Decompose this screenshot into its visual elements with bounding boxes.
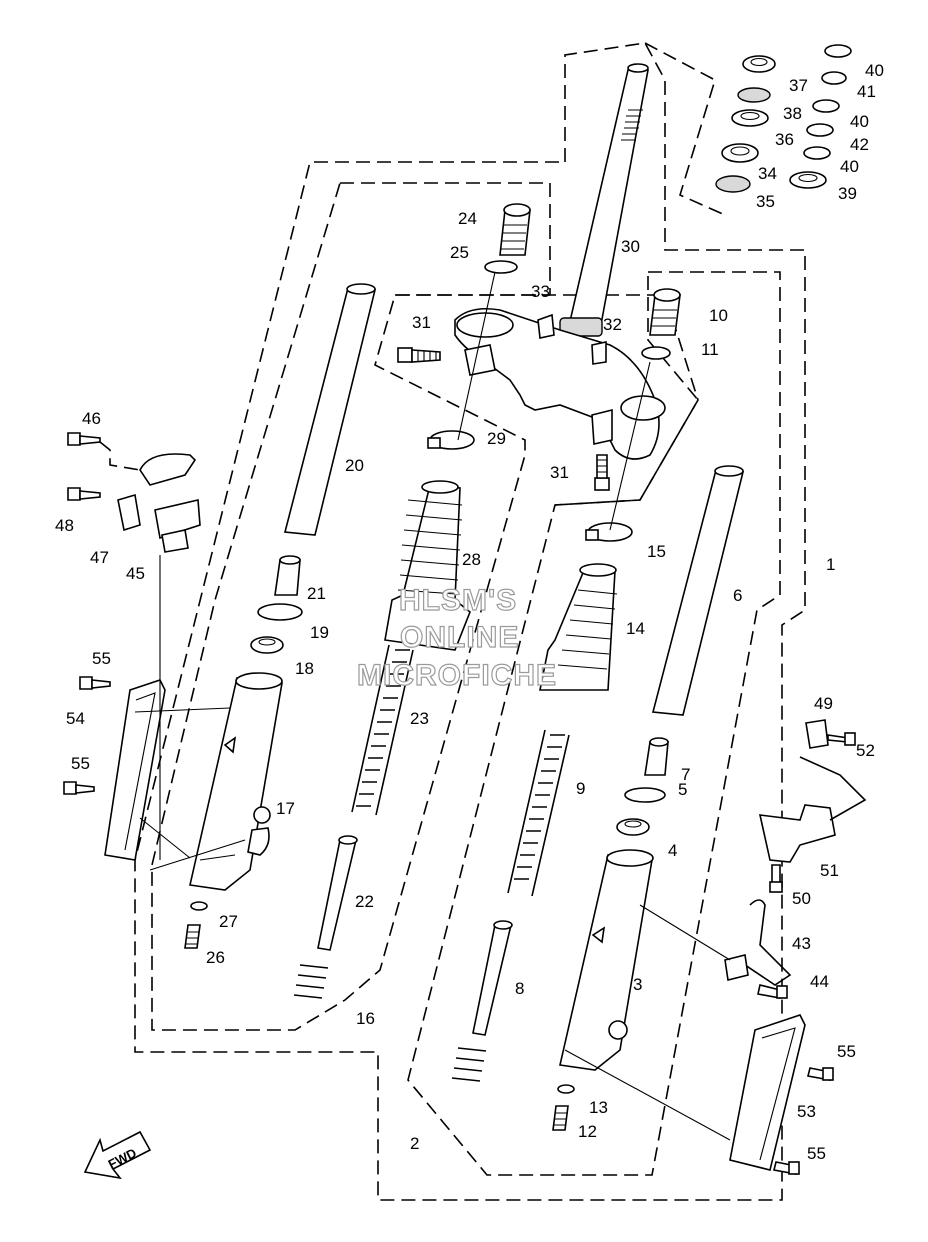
callout-19: 19	[310, 623, 329, 642]
callout-33: 33	[531, 282, 550, 301]
callout-21: 21	[307, 584, 326, 603]
callout-24: 24	[458, 209, 477, 228]
spring-part-9	[507, 729, 570, 897]
callout-20: 20	[345, 456, 364, 475]
callout-16: 16	[356, 1009, 375, 1028]
callout-50: 50	[792, 889, 811, 908]
callout-17: 17	[276, 799, 295, 818]
damper-rod-part-8	[451, 920, 513, 1082]
callout-29: 29	[487, 429, 506, 448]
callout-35: 35	[756, 192, 775, 211]
callout-45: 45	[126, 564, 145, 583]
watermark-line-1: HLSM'S	[399, 584, 517, 617]
callout-53: 53	[797, 1102, 816, 1121]
callout-13: 13	[589, 1098, 608, 1117]
fork-caps	[484, 203, 681, 360]
callout-8: 8	[515, 979, 524, 998]
callout-51: 51	[820, 861, 839, 880]
inner-tube-part-20	[283, 283, 377, 536]
steering-bearing-parts	[644, 42, 852, 216]
callout-31a: 31	[412, 313, 431, 332]
callout-26: 26	[206, 948, 225, 967]
callout-25: 25	[450, 243, 469, 262]
callout-31b: 31	[550, 463, 569, 482]
callout-labels: 1 2 3 4 5 6 7 8 9 10 11 12 13 14 15 16 1…	[55, 61, 884, 1163]
dust-boot-part-14	[539, 563, 618, 691]
bolt-part-31	[397, 347, 610, 491]
guard-bolts	[63, 676, 834, 1175]
callout-52: 52	[856, 741, 875, 760]
callout-49: 49	[814, 694, 833, 713]
callout-40a: 40	[865, 61, 884, 80]
dust-boot-part-28	[384, 480, 471, 651]
left-small-parts	[250, 555, 303, 654]
damper-rod-part-22	[293, 835, 358, 999]
callout-5: 5	[678, 780, 687, 799]
callout-44: 44	[810, 972, 829, 991]
bottom-bolts-right	[552, 1084, 575, 1131]
callout-6: 6	[733, 586, 742, 605]
callout-9: 9	[576, 779, 585, 798]
callout-10: 10	[709, 306, 728, 325]
callout-40c: 40	[840, 157, 859, 176]
watermark: HLSM'S ONLINE MICROFICHE	[356, 583, 557, 692]
callout-55a: 55	[92, 649, 111, 668]
triple-clamp-boundary	[395, 294, 699, 506]
fork-guard-part-54	[104, 679, 166, 861]
bottom-bolts-left	[184, 901, 208, 949]
leader-lines	[134, 271, 731, 1141]
fork-guard-part-53	[729, 1014, 806, 1171]
callout-46: 46	[82, 409, 101, 428]
callout-47: 47	[90, 548, 109, 567]
callout-11: 11	[701, 340, 719, 359]
callout-32: 32	[603, 315, 622, 334]
assembly-1-boundary	[134, 42, 806, 1201]
callout-34: 34	[758, 164, 777, 183]
callout-55c: 55	[837, 1042, 856, 1061]
callout-41: 41	[857, 82, 876, 101]
callout-40b: 40	[850, 112, 869, 131]
callout-23: 23	[410, 709, 429, 728]
spring-part-23	[351, 644, 414, 816]
outer-tube-part-17	[189, 672, 283, 891]
right-small-parts	[616, 737, 669, 836]
callout-3: 3	[633, 975, 642, 994]
callout-14: 14	[626, 619, 645, 638]
callout-43: 43	[792, 934, 811, 953]
callout-28: 28	[462, 550, 481, 569]
callout-55d: 55	[807, 1144, 826, 1163]
under-bracket	[454, 307, 666, 460]
steering-stem-part-30	[559, 63, 649, 337]
right-brackets	[724, 719, 867, 999]
forward-direction-arrow: FWD	[83, 1130, 152, 1180]
callout-37: 37	[789, 76, 808, 95]
callout-15: 15	[647, 542, 666, 561]
outer-tube-part-3	[559, 849, 654, 1071]
callout-4: 4	[668, 841, 677, 860]
watermark-line-3: MICROFICHE	[357, 659, 557, 692]
callout-22: 22	[355, 892, 374, 911]
inner-tube-part-6	[651, 465, 745, 716]
callout-12: 12	[578, 1122, 597, 1141]
clamp-parts	[427, 430, 633, 542]
watermark-line-2: ONLINE	[400, 621, 519, 654]
callout-48: 48	[55, 516, 74, 535]
callout-38: 38	[783, 104, 802, 123]
callout-54: 54	[66, 709, 85, 728]
callout-42: 42	[850, 135, 869, 154]
assembly-2-boundary	[407, 271, 781, 1176]
callout-27: 27	[219, 912, 238, 931]
callout-7: 7	[681, 765, 690, 784]
callout-36: 36	[775, 130, 794, 149]
callout-18: 18	[295, 659, 314, 678]
callout-2: 2	[410, 1134, 419, 1153]
callout-1: 1	[826, 555, 835, 574]
cable-guide-bracket	[67, 432, 201, 553]
callout-55b: 55	[71, 754, 90, 773]
callout-30: 30	[621, 237, 640, 256]
callout-39: 39	[838, 184, 857, 203]
